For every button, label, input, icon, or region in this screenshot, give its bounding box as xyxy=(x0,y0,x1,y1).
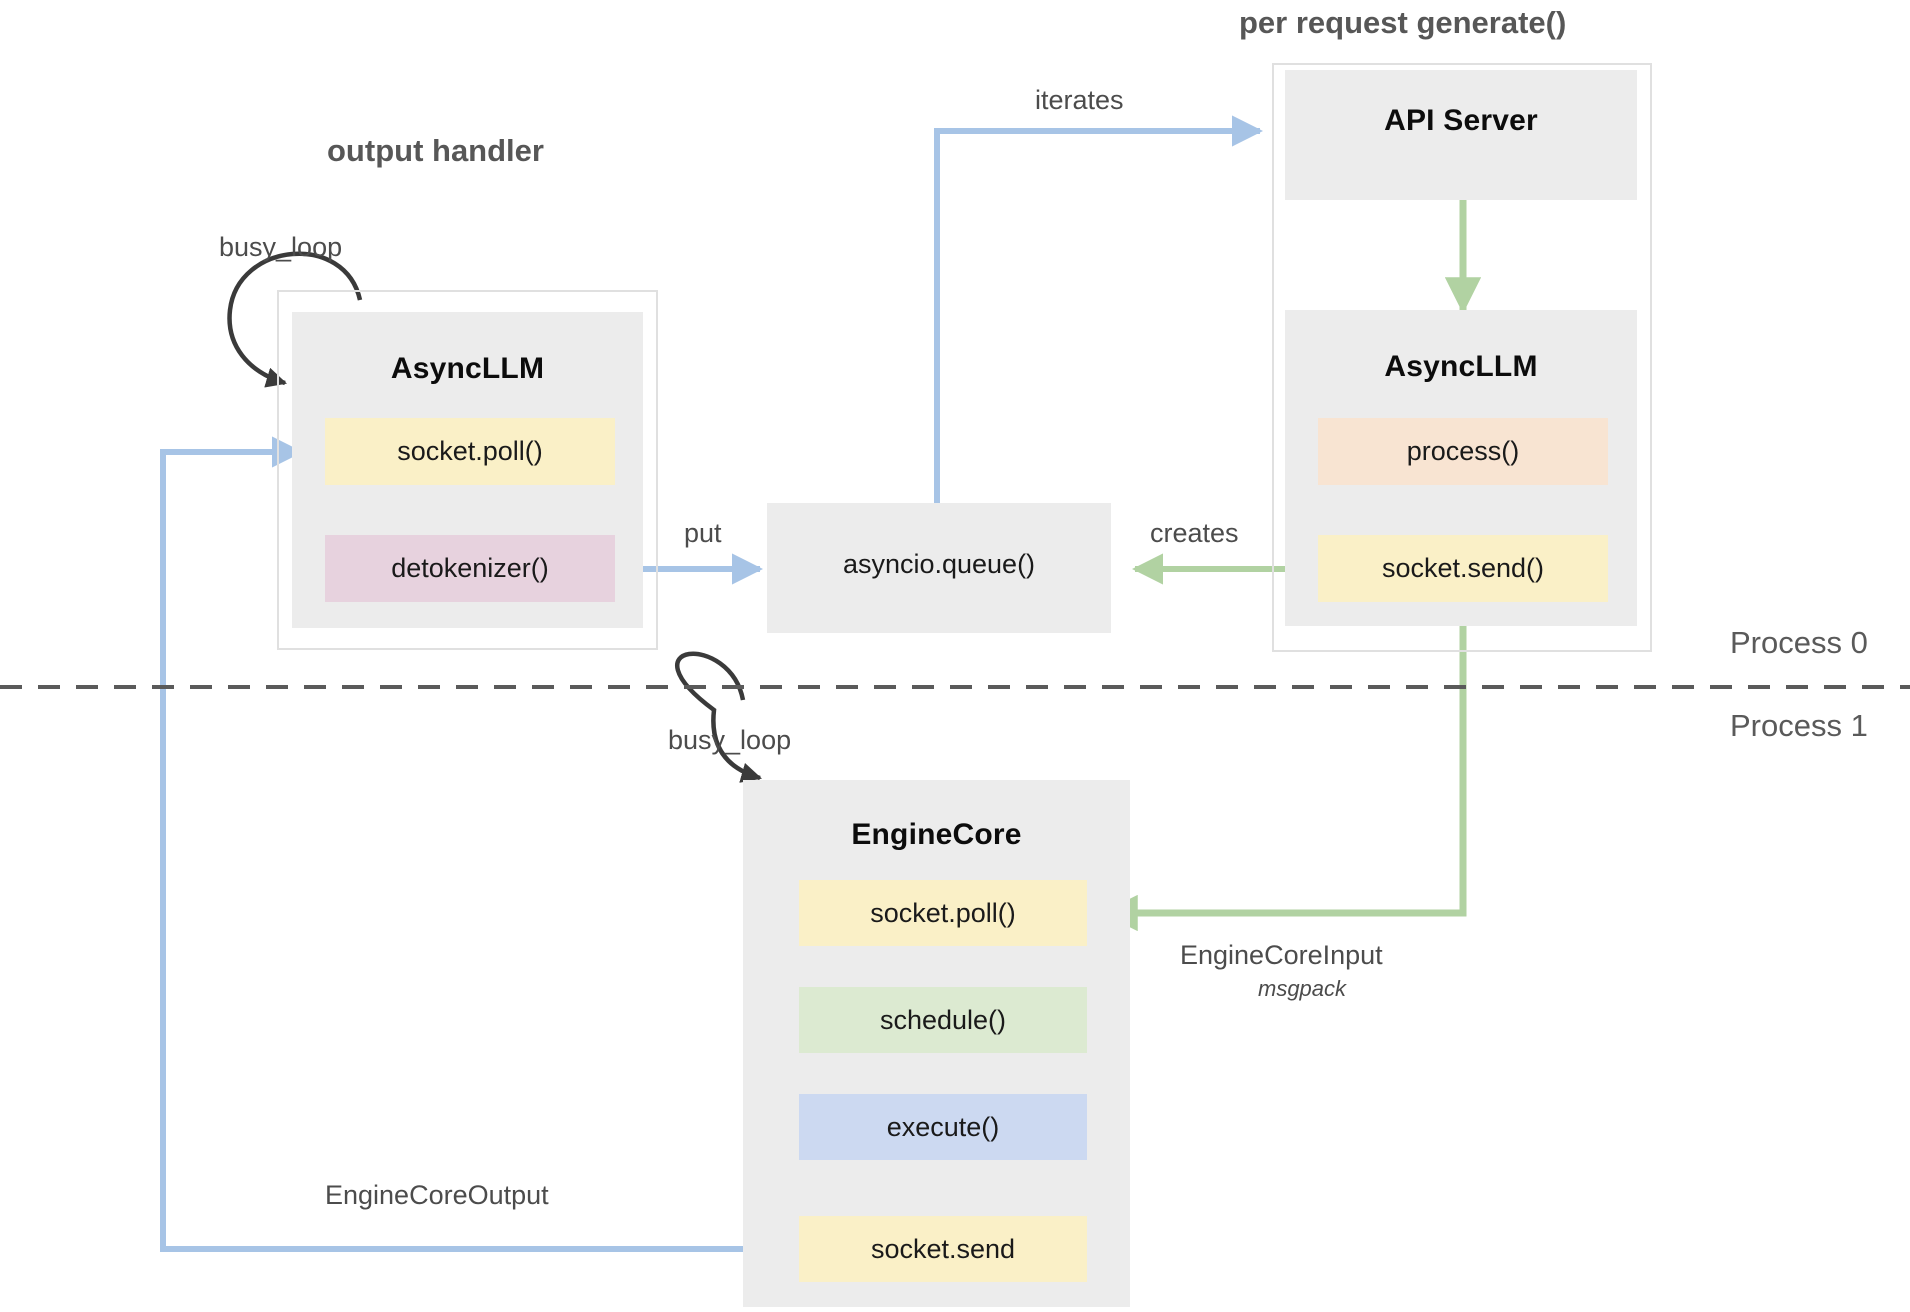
pill-socket-poll-left[interactable]: socket.poll() xyxy=(325,418,615,485)
asyncllm-title-left: AsyncLLM xyxy=(390,352,545,385)
api-server-block[interactable]: API Server xyxy=(1285,70,1637,200)
pill-label: socket.poll() xyxy=(870,897,1016,928)
asyncllm-title-right: AsyncLLM xyxy=(1384,350,1538,383)
pill-label: socket.send xyxy=(870,1233,1016,1264)
asyncio-queue-label: asyncio.queue() xyxy=(842,549,1036,579)
pill-label: process() xyxy=(1406,436,1520,466)
api-server-title: API Server xyxy=(1384,104,1538,137)
enginecore-output-label: EngineCoreOutput xyxy=(325,1180,549,1210)
busy-loop-label-left: busy_loop xyxy=(219,232,343,262)
pill-process[interactable]: process() xyxy=(1318,418,1608,485)
output-handler-frame xyxy=(277,290,658,650)
section-title-output-handler: output handler xyxy=(327,133,544,168)
busy-loop-label-enginecore: busy_loop xyxy=(668,725,792,755)
put-label: put xyxy=(684,518,722,548)
pill-label: socket.send() xyxy=(1381,553,1545,583)
pill-detokenizer[interactable]: detokenizer() xyxy=(325,535,615,602)
enginecore-input-sublabel: msgpack xyxy=(1258,976,1347,1001)
enginecore-title: EngineCore xyxy=(851,818,1022,851)
process-1-label: Process 1 xyxy=(1730,708,1868,743)
section-title-per-request-generate: per request generate() xyxy=(1239,5,1567,40)
enginecore-input-label: EngineCoreInput xyxy=(1180,940,1383,970)
iterates-edge xyxy=(934,115,1264,510)
process-0-label: Process 0 xyxy=(1730,625,1868,660)
pill-schedule[interactable]: schedule() xyxy=(799,987,1087,1053)
per-request-generate-frame xyxy=(1272,63,1652,652)
pill-execute[interactable]: execute() xyxy=(799,1094,1087,1160)
pill-socket-send-right[interactable]: socket.send() xyxy=(1318,535,1608,602)
asyncio-queue-block[interactable]: asyncio.queue() xyxy=(767,503,1111,633)
iterates-label: iterates xyxy=(1035,85,1124,115)
pill-socket-send-enginecore[interactable]: socket.send xyxy=(799,1216,1087,1282)
pill-label: socket.poll() xyxy=(397,436,543,466)
pill-socket-poll-enginecore[interactable]: socket.poll() xyxy=(799,880,1087,946)
pill-label: detokenizer() xyxy=(391,553,549,583)
pill-label: execute() xyxy=(886,1111,1000,1142)
pill-label: schedule() xyxy=(879,1004,1007,1035)
creates-label: creates xyxy=(1150,518,1239,548)
busy-loop-arrow-enginecore xyxy=(675,651,762,783)
